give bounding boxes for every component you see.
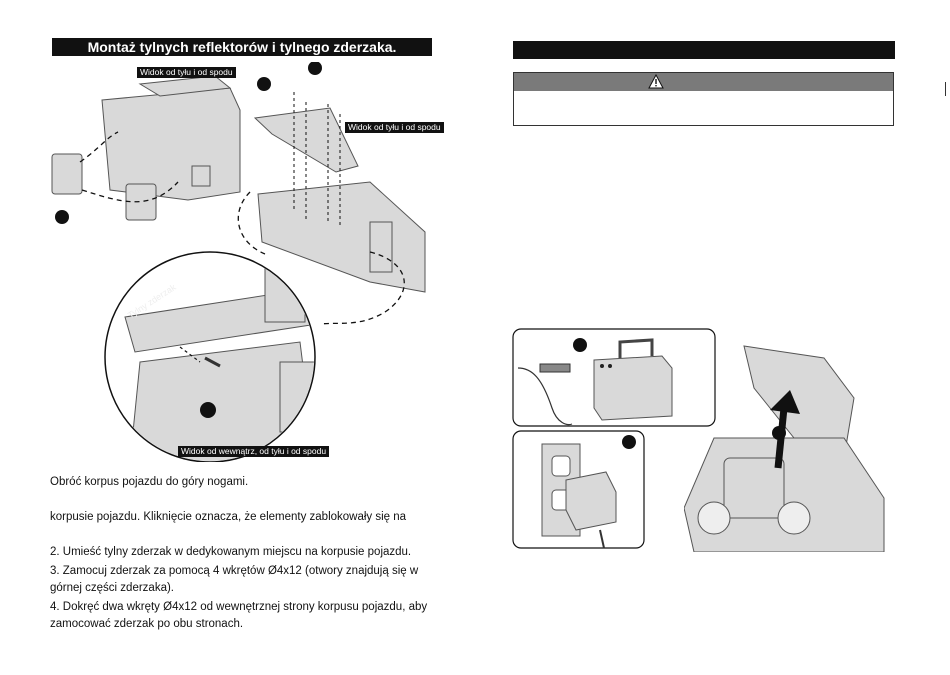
- warning-box: [513, 72, 894, 126]
- right-lamp: [125, 183, 157, 221]
- view-label-inside: Widok od wewnątrz, od tyłu i od spodu: [178, 446, 330, 457]
- car-body-figure: [257, 181, 426, 293]
- step-badge-6: [622, 435, 636, 449]
- step-badge-5: [573, 338, 587, 352]
- bumper-assembly-illustration: [51, 62, 426, 462]
- instruction-line-4: 3. Zamocuj zderzak za pomocą 4 wkrętów Ø…: [50, 565, 419, 577]
- view-label-rear-bottom: Widok od tyłu i od spodu: [137, 67, 236, 78]
- step-badge-3: [308, 62, 322, 75]
- zoom-circle-figure: [104, 251, 316, 462]
- view-label-rear-bottom-2: Widok od tyłu i od spodu: [345, 122, 444, 133]
- section-title: Montaż tylnych reflektorów i tylnego zde…: [52, 38, 432, 56]
- step-badge-7: [772, 426, 786, 440]
- instruction-line-2: korpusie pojazdu. Kliknięcie oznacza, że…: [50, 511, 407, 523]
- right-section-bar: [513, 41, 895, 59]
- warning-triangle-icon: [648, 74, 664, 89]
- instruction-line-5: górnej części zderzaka).: [50, 582, 174, 594]
- car-rear-figure: [101, 75, 241, 201]
- step-badge-4: [200, 402, 216, 418]
- instruction-line-1: Obróć korpus pojazdu do góry nogami.: [50, 476, 249, 488]
- left-lamp: [51, 153, 83, 195]
- instruction-line-6: 4. Dokręć dwa wkręty Ø4x12 od wewnętrzne…: [50, 601, 428, 613]
- page-edge-mark: [945, 82, 946, 96]
- instruction-line-7: zamocować zderzak po obu stronach.: [50, 618, 244, 630]
- instruction-line-3: 2. Umieść tylny zderzak w dedykowanym mi…: [50, 546, 412, 558]
- step-badge-2: [257, 77, 271, 91]
- battery-panel: [512, 328, 716, 427]
- outlet-panel: [512, 430, 645, 549]
- car-hood-illustration: [684, 345, 885, 552]
- warning-header: [514, 73, 893, 91]
- step-badge-1: [55, 210, 69, 224]
- dashed-arrow-1: [79, 131, 119, 163]
- dashed-arrow-2: [81, 181, 179, 203]
